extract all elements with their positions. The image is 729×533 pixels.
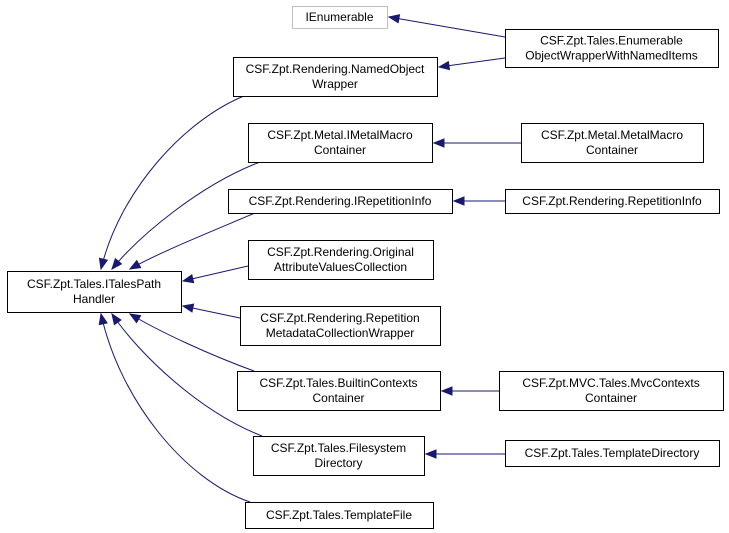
class-label-line: CSF.Zpt.Metal.MetalMacro <box>541 128 683 142</box>
inheritance-edge-template-file-to-itales-path-handler <box>98 312 251 503</box>
inheritance-edge-filesystem-directory-to-itales-path-handler <box>111 312 263 437</box>
class-label-line: CSF.Zpt.Rendering.NamedObject <box>246 62 425 76</box>
inheritance-edge-enum-wrapper-to-named-object-wrapper <box>437 57 506 71</box>
class-node-ienumerable: IEnumerable <box>292 6 388 29</box>
class-box <box>505 189 720 214</box>
edge-line <box>111 313 263 437</box>
class-label-line: CSF.Zpt.Tales.Enumerable <box>540 34 683 48</box>
edges <box>98 14 521 503</box>
inheritance-edge-builtin-contexts-container-to-itales-path-handler <box>128 313 255 372</box>
edge-line <box>182 265 249 282</box>
class-node-original-attribute-values[interactable]: CSF.Zpt.Rendering.OriginalAttributeValue… <box>248 240 434 280</box>
edge-arrowhead <box>424 449 437 459</box>
class-node-repetition-info[interactable]: CSF.Zpt.Rendering.RepetitionInfo <box>505 189 720 214</box>
inheritance-edge-repetition-metadata-wrapper-to-itales-path-handler <box>181 303 241 319</box>
class-label-line: ObjectWrapperWithNamedItems <box>525 49 698 63</box>
edge-arrowhead <box>181 274 195 284</box>
inheritance-edge-metal-macro-container-to-imetal-macro-container <box>432 138 521 148</box>
class-node-irepetition-info[interactable]: CSF.Zpt.Rendering.IRepetitionInfo <box>228 189 453 214</box>
inheritance-edge-enum-wrapper-to-ienumerable <box>387 14 506 38</box>
inheritance-edge-repetition-info-to-irepetition-info <box>452 196 505 206</box>
class-label-line: Directory <box>314 456 362 470</box>
edge-arrowhead <box>128 259 142 270</box>
class-label-line: CSF.Zpt.Tales.Filesystem <box>271 441 406 455</box>
class-label-line: CSF.Zpt.Rendering.Original <box>267 245 414 259</box>
class-label-line: CSF.Zpt.Rendering.Repetition <box>260 311 419 325</box>
class-box <box>499 371 724 411</box>
edge-arrowhead <box>440 386 453 396</box>
class-box <box>228 189 453 214</box>
class-box <box>245 502 434 529</box>
class-label-line: CSF.Zpt.Metal.IMetalMacro <box>267 128 413 142</box>
class-box <box>292 6 388 29</box>
class-box <box>248 123 433 163</box>
edge-arrowhead <box>111 312 122 326</box>
edge-arrowhead <box>387 14 401 24</box>
class-label-line: CSF.Zpt.Tales.TemplateFile <box>266 508 412 522</box>
class-box <box>505 29 719 68</box>
class-node-template-directory[interactable]: CSF.Zpt.Tales.TemplateDirectory <box>505 440 720 467</box>
edge-arrowhead <box>98 312 108 326</box>
class-label-line: CSF.Zpt.Tales.TemplateDirectory <box>525 446 700 460</box>
edge-arrowhead <box>432 138 445 148</box>
class-box <box>253 436 425 476</box>
edge-line <box>388 16 506 38</box>
class-label-line: AttributeValuesCollection <box>274 260 407 274</box>
edge-arrowhead <box>437 60 451 71</box>
class-label-line: MetadataCollectionWrapper <box>266 326 415 340</box>
inheritance-edge-imetal-macro-container-to-itales-path-handler <box>111 161 261 271</box>
nodes: IEnumerableCSF.Zpt.Tales.EnumerableObjec… <box>7 6 724 529</box>
edge-arrowhead <box>452 196 465 206</box>
inheritance-edge-irepetition-info-to-itales-path-handler <box>128 212 256 270</box>
edge-line <box>100 95 245 270</box>
class-label-line: Container <box>586 143 638 157</box>
inheritance-edge-mvc-contexts-container-to-builtin-contexts-container <box>440 386 499 396</box>
edge-line <box>100 313 251 503</box>
edge-arrowhead <box>98 257 109 271</box>
edge-arrowhead <box>128 313 142 324</box>
class-box <box>240 306 441 346</box>
class-label-line: Wrapper <box>312 77 358 91</box>
class-box <box>248 240 434 280</box>
edge-line <box>438 57 506 68</box>
inheritance-edge-original-attribute-values-to-itales-path-handler <box>181 265 249 284</box>
edge-line <box>129 313 255 372</box>
edge-line <box>111 161 261 270</box>
class-label-line: CSF.Zpt.Rendering.RepetitionInfo <box>522 194 702 208</box>
edge-line <box>129 212 256 270</box>
class-node-repetition-metadata-wrapper[interactable]: CSF.Zpt.Rendering.RepetitionMetadataColl… <box>240 306 441 346</box>
class-label-line: IEnumerable <box>305 10 373 24</box>
class-label-line: Container <box>314 143 366 157</box>
class-label-line: CSF.Zpt.MVC.Tales.MvcContexts <box>522 376 699 390</box>
class-node-enum-wrapper[interactable]: CSF.Zpt.Tales.EnumerableObjectWrapperWit… <box>505 29 719 68</box>
class-box <box>521 123 704 163</box>
class-label-line: CSF.Zpt.Tales.ITalesPath <box>27 277 161 291</box>
class-box <box>505 440 720 467</box>
class-box <box>7 271 182 313</box>
edge-arrowhead <box>111 257 123 271</box>
class-label-line: CSF.Zpt.Tales.BuiltinContexts <box>259 376 417 390</box>
class-node-template-file[interactable]: CSF.Zpt.Tales.TemplateFile <box>245 502 434 529</box>
class-label-line: CSF.Zpt.Rendering.IRepetitionInfo <box>249 194 432 208</box>
class-box <box>233 57 438 97</box>
edge-arrowhead <box>181 303 195 313</box>
class-label-line: Handler <box>73 292 115 306</box>
inheritance-edge-named-object-wrapper-to-itales-path-handler <box>98 95 245 271</box>
class-label-line: Container <box>312 391 364 405</box>
class-box <box>237 371 441 411</box>
class-label-line: Container <box>585 391 637 405</box>
inheritance-edge-template-directory-to-filesystem-directory <box>424 449 505 459</box>
